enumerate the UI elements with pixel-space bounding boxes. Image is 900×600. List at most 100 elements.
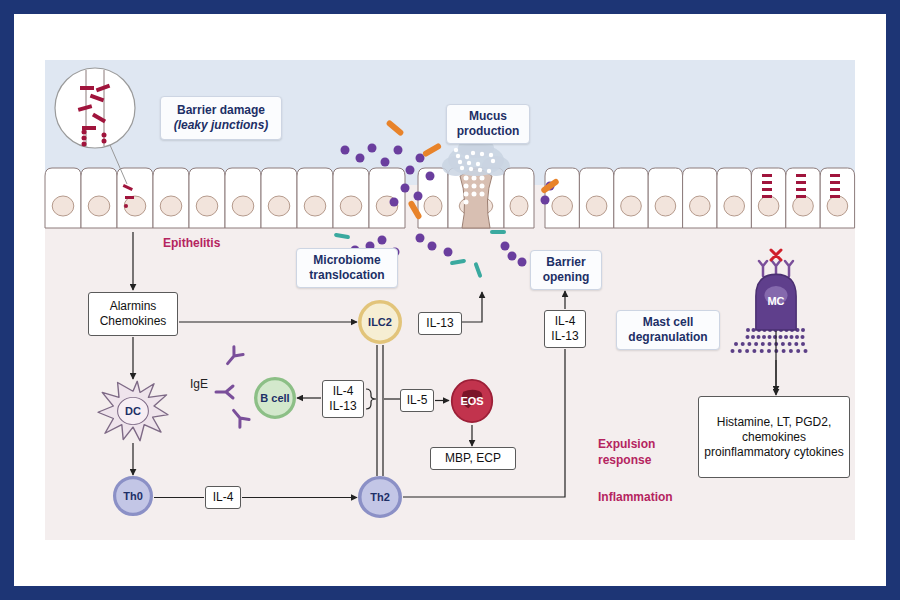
granule (752, 349, 756, 353)
mucus-bubble (465, 155, 469, 159)
nucleus (268, 196, 290, 216)
cell-node: ILC2 (358, 300, 402, 344)
node-text: B cell (260, 392, 289, 404)
granule (747, 342, 751, 346)
node-text: Th2 (370, 491, 390, 503)
process-box: IL-5 (400, 389, 434, 412)
granule (781, 342, 785, 346)
cell-node: DC (98, 380, 168, 442)
epithelial-cell (786, 168, 820, 228)
node-text: IL-4 (213, 490, 234, 505)
mucus-bubble (458, 160, 462, 164)
zoom-leader (110, 145, 127, 184)
node-text: MBP, ECP (445, 451, 501, 466)
goblet-cell (460, 169, 492, 228)
epithelial-cell (579, 168, 613, 228)
bacterium-coccus (501, 242, 510, 251)
granule (779, 335, 783, 339)
mucus-bubble (489, 153, 493, 157)
bacterium-coccus (428, 242, 437, 251)
node-text: Th0 (123, 490, 143, 502)
allergen-cross (771, 250, 781, 260)
nucleus (124, 196, 146, 216)
bracket (366, 389, 376, 409)
callout-box: Barrier damage(leaky junctions) (160, 96, 282, 140)
zoom-junction-dot (102, 139, 107, 144)
cell-part (360, 302, 400, 342)
nucleus (552, 196, 573, 216)
epithelitis-arrow (132, 232, 133, 290)
connector (775, 331, 776, 395)
mucin-granule (464, 192, 469, 197)
cell-node: B cell (254, 377, 296, 419)
process-box: Histamine, LT, PGD2, chemokines proinfla… (698, 396, 850, 478)
bacterium-coccus (414, 192, 423, 201)
bacterium-rod (407, 200, 422, 220)
epithelial-cell (683, 168, 717, 228)
epithelial-cell (418, 168, 448, 228)
mucin-granule (480, 184, 485, 189)
antibody-stroke (223, 347, 243, 368)
tight-junction (830, 195, 840, 198)
mucin-granule (472, 184, 477, 189)
nucleus (88, 196, 110, 216)
tight-junction (796, 174, 806, 177)
leaky-junction (123, 184, 133, 191)
node-text: IL-4 IL-13 (549, 314, 581, 344)
granule (761, 342, 765, 346)
process-box: IL-13 (418, 312, 462, 335)
node-text: DC (125, 405, 141, 417)
bacterium-coccus (394, 146, 403, 155)
link-line (376, 345, 377, 476)
ige-antibody (229, 406, 249, 427)
bacterium-coccus (401, 184, 410, 193)
epithelial-cell (153, 168, 189, 228)
mucus-bubble (454, 148, 458, 152)
zoom-junction (80, 86, 94, 90)
annotation-label: Inflammation (598, 490, 688, 506)
nucleus (793, 196, 814, 216)
node-text: Mast cell degranulation (623, 315, 713, 345)
node-text: IL-13 (426, 316, 453, 331)
callout-box: Microbiome translocation (296, 248, 398, 288)
nucleus (304, 196, 326, 216)
mucus (442, 156, 470, 176)
connector (132, 337, 133, 379)
link-line (382, 345, 383, 476)
zoom-junction (90, 94, 105, 103)
mucin-granule (472, 176, 477, 181)
granule (768, 342, 772, 346)
leaky-junction (125, 196, 134, 199)
callout-box: Mucus production (446, 104, 530, 144)
mucin-granule (480, 176, 485, 181)
mucus-bubble (487, 169, 491, 173)
epithelial-cell (225, 168, 261, 228)
bacterium-coccus (368, 144, 377, 153)
bacterium-rod (490, 230, 506, 234)
mucus-bubble (480, 152, 484, 156)
nucleus (424, 196, 442, 216)
connector (435, 400, 449, 401)
epithelial-cell (369, 168, 405, 228)
nucleus (376, 196, 398, 216)
connector (297, 397, 321, 398)
granule (782, 349, 786, 353)
epithelial-cell (545, 168, 579, 228)
granule (741, 342, 745, 346)
bacterium-rod (473, 262, 482, 278)
node-text: Barrier opening (537, 255, 595, 285)
granule (746, 328, 750, 332)
granule (752, 328, 756, 332)
tight-junction (796, 195, 806, 198)
mucus-bubble (491, 159, 495, 163)
nucleus (827, 196, 848, 216)
bacterium-coccus (416, 154, 425, 163)
bacterium-coccus (356, 154, 365, 163)
process-box: Alarmins Chemokines (88, 292, 178, 336)
epithelial-cell (448, 168, 504, 228)
granule (789, 349, 793, 353)
fc-receptor (759, 261, 767, 276)
connector (471, 425, 472, 446)
